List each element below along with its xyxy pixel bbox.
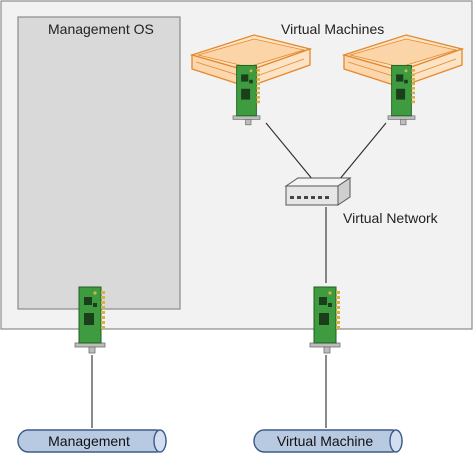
vm-network-pipe <box>253 429 403 453</box>
management-os-label: Management OS <box>48 21 154 37</box>
vm1-to-switch-line <box>265 122 314 181</box>
management-physical-nic-icon <box>74 286 106 354</box>
virtual-switch-icon <box>284 177 352 206</box>
management-os-box <box>17 16 181 310</box>
virtual-nic-icon <box>232 64 261 126</box>
vm-physical-nic-icon <box>309 286 341 354</box>
virtual-network-label: Virtual Network <box>343 210 438 226</box>
vm-network-label: Virtual Machine <box>276 433 374 449</box>
management-network-pipe <box>17 429 167 453</box>
vm2-to-switch-line <box>338 122 387 181</box>
management-network-label: Management <box>48 433 130 449</box>
virtual-machines-label: Virtual Machines <box>281 21 385 37</box>
virtual-nic-icon <box>387 64 416 126</box>
